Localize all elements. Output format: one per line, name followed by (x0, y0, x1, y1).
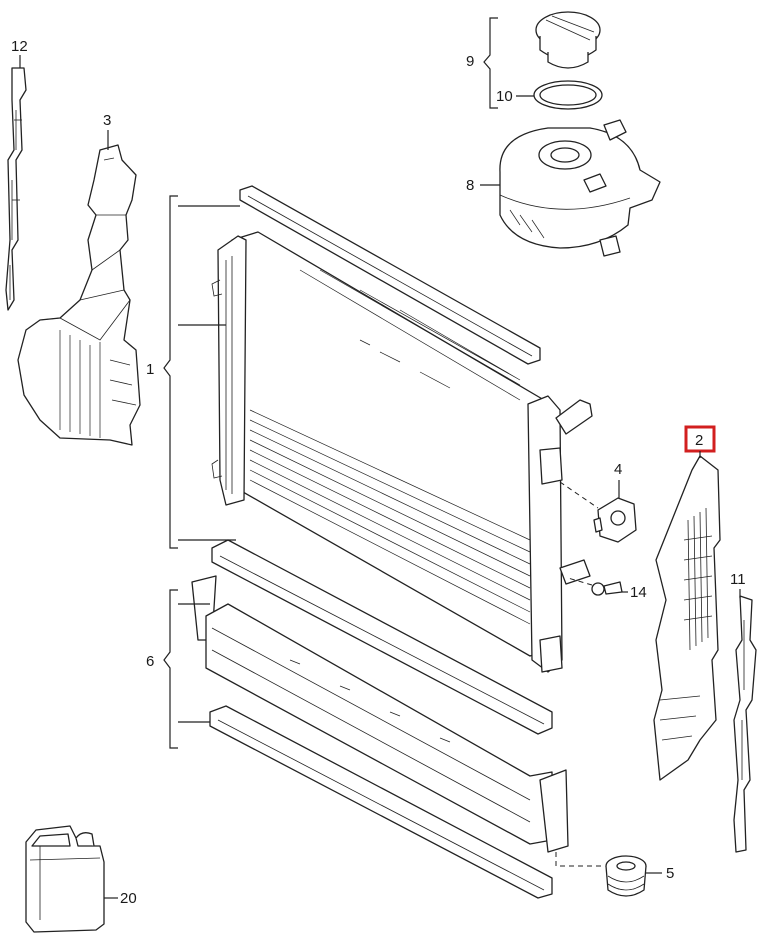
part-6-lower-rail-assembly[interactable] (191, 539, 569, 899)
callout-20: 20 (104, 890, 137, 907)
part-8-expansion-tank[interactable] (499, 119, 661, 257)
part-10-seal-ring[interactable] (533, 80, 603, 110)
callout-1-brace: 1 (146, 195, 240, 549)
part-11-right-seal-strip[interactable] (733, 595, 757, 853)
part-2-right-air-guide[interactable] (653, 455, 721, 781)
callout-2[interactable]: 2 (684, 425, 716, 458)
svg-text:1: 1 (146, 361, 154, 378)
part-1-radiator[interactable] (211, 185, 593, 673)
part-9-cap[interactable] (535, 11, 601, 69)
callout-12: 12 (11, 38, 28, 68)
svg-text:9: 9 (466, 53, 474, 70)
part-12-seal-strip[interactable] (5, 67, 27, 311)
svg-text:20: 20 (120, 890, 137, 907)
svg-text:3: 3 (103, 112, 111, 129)
part-5-rubber-mount[interactable] (605, 855, 647, 897)
svg-text:12: 12 (11, 38, 28, 55)
svg-text:10: 10 (496, 88, 513, 105)
part-14-screw[interactable] (591, 581, 623, 596)
part-3-left-air-duct[interactable] (17, 144, 141, 446)
part-20-coolant-container[interactable] (25, 825, 105, 933)
svg-text:2: 2 (695, 432, 703, 449)
svg-text:11: 11 (730, 571, 746, 588)
callout-9-10-brace: 9 10 (466, 17, 534, 109)
svg-text:5: 5 (666, 865, 674, 882)
callout-8: 8 (466, 177, 500, 194)
svg-text:8: 8 (466, 177, 474, 194)
svg-text:4: 4 (614, 461, 622, 478)
callout-11: 11 (730, 571, 746, 598)
callout-6-brace: 6 (146, 589, 210, 749)
callout-4: 4 (559, 461, 622, 509)
callout-5: 5 (555, 852, 674, 882)
part-4-bracket[interactable] (593, 497, 637, 543)
callout-3: 3 (103, 112, 111, 150)
svg-text:14: 14 (630, 584, 647, 601)
svg-text:6: 6 (146, 653, 154, 670)
callout-14: 14 (567, 577, 647, 601)
